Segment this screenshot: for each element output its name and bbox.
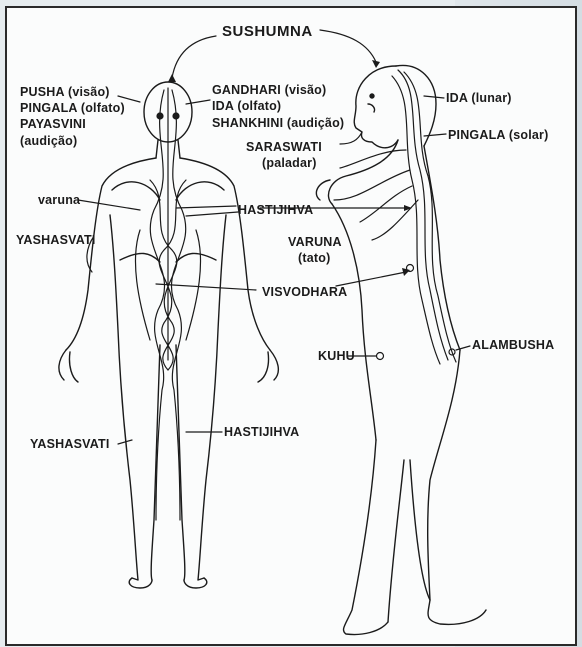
label-hastijihva-lower: HASTIJIHVA — [224, 424, 299, 440]
label-pusha: PUSHA (visão) — [20, 84, 110, 100]
label-payasvini-audicao: (audição) — [20, 133, 77, 149]
label-hastijihva-mid: HASTIJIHVA — [238, 202, 313, 218]
label-gandhari: GANDHARI (visão) — [212, 82, 326, 98]
label-visvodhara: VISVODHARA — [262, 284, 347, 300]
label-saraswati: SARASWATI — [246, 139, 322, 155]
label-varuna-big: VARUNA — [288, 234, 342, 250]
label-yashasvati-lower: YASHASVATI — [30, 436, 110, 452]
side-nadi-channels — [334, 70, 456, 364]
label-pingala-solar: PINGALA (solar) — [448, 127, 548, 143]
label-varuna-small: varuna — [38, 192, 80, 208]
label-ida-lunar: IDA (lunar) — [446, 90, 512, 106]
label-shankhini: SHANKHINI (audição) — [212, 115, 344, 131]
label-tato: (tato) — [298, 250, 330, 266]
label-paladar: (paladar) — [262, 155, 317, 171]
label-ida-olfato: IDA (olfato) — [212, 98, 281, 114]
label-kuhu: KUHU — [318, 348, 355, 364]
label-payasvini: PAYASVINI — [20, 116, 86, 132]
label-sushumna: SUSHUMNA — [222, 24, 313, 40]
label-yashasvati-upper: YASHASVATI — [16, 232, 96, 248]
label-alambusha: ALAMBUSHA — [472, 337, 554, 353]
front-nadi-channels — [135, 88, 200, 520]
label-pingala-olfato: PINGALA (olfato) — [20, 100, 125, 116]
front-body-figure — [59, 82, 278, 588]
